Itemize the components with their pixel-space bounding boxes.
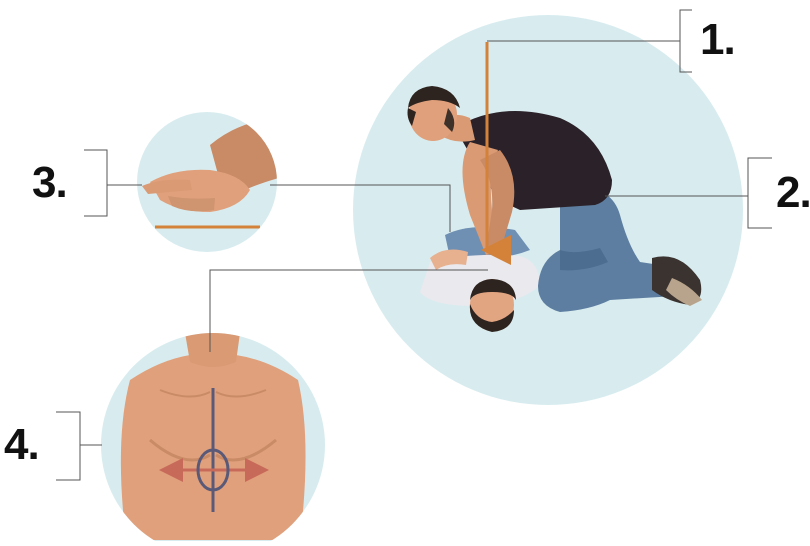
step-label-4: 4.: [4, 423, 39, 467]
chest-target-circle: [101, 333, 325, 541]
hand-position-circle: [137, 112, 290, 252]
cpr-scene-circle: [353, 15, 743, 405]
step-label-3: 3.: [32, 161, 67, 205]
step-label-1: 1.: [700, 18, 735, 62]
step-label-2: 2.: [776, 171, 810, 215]
